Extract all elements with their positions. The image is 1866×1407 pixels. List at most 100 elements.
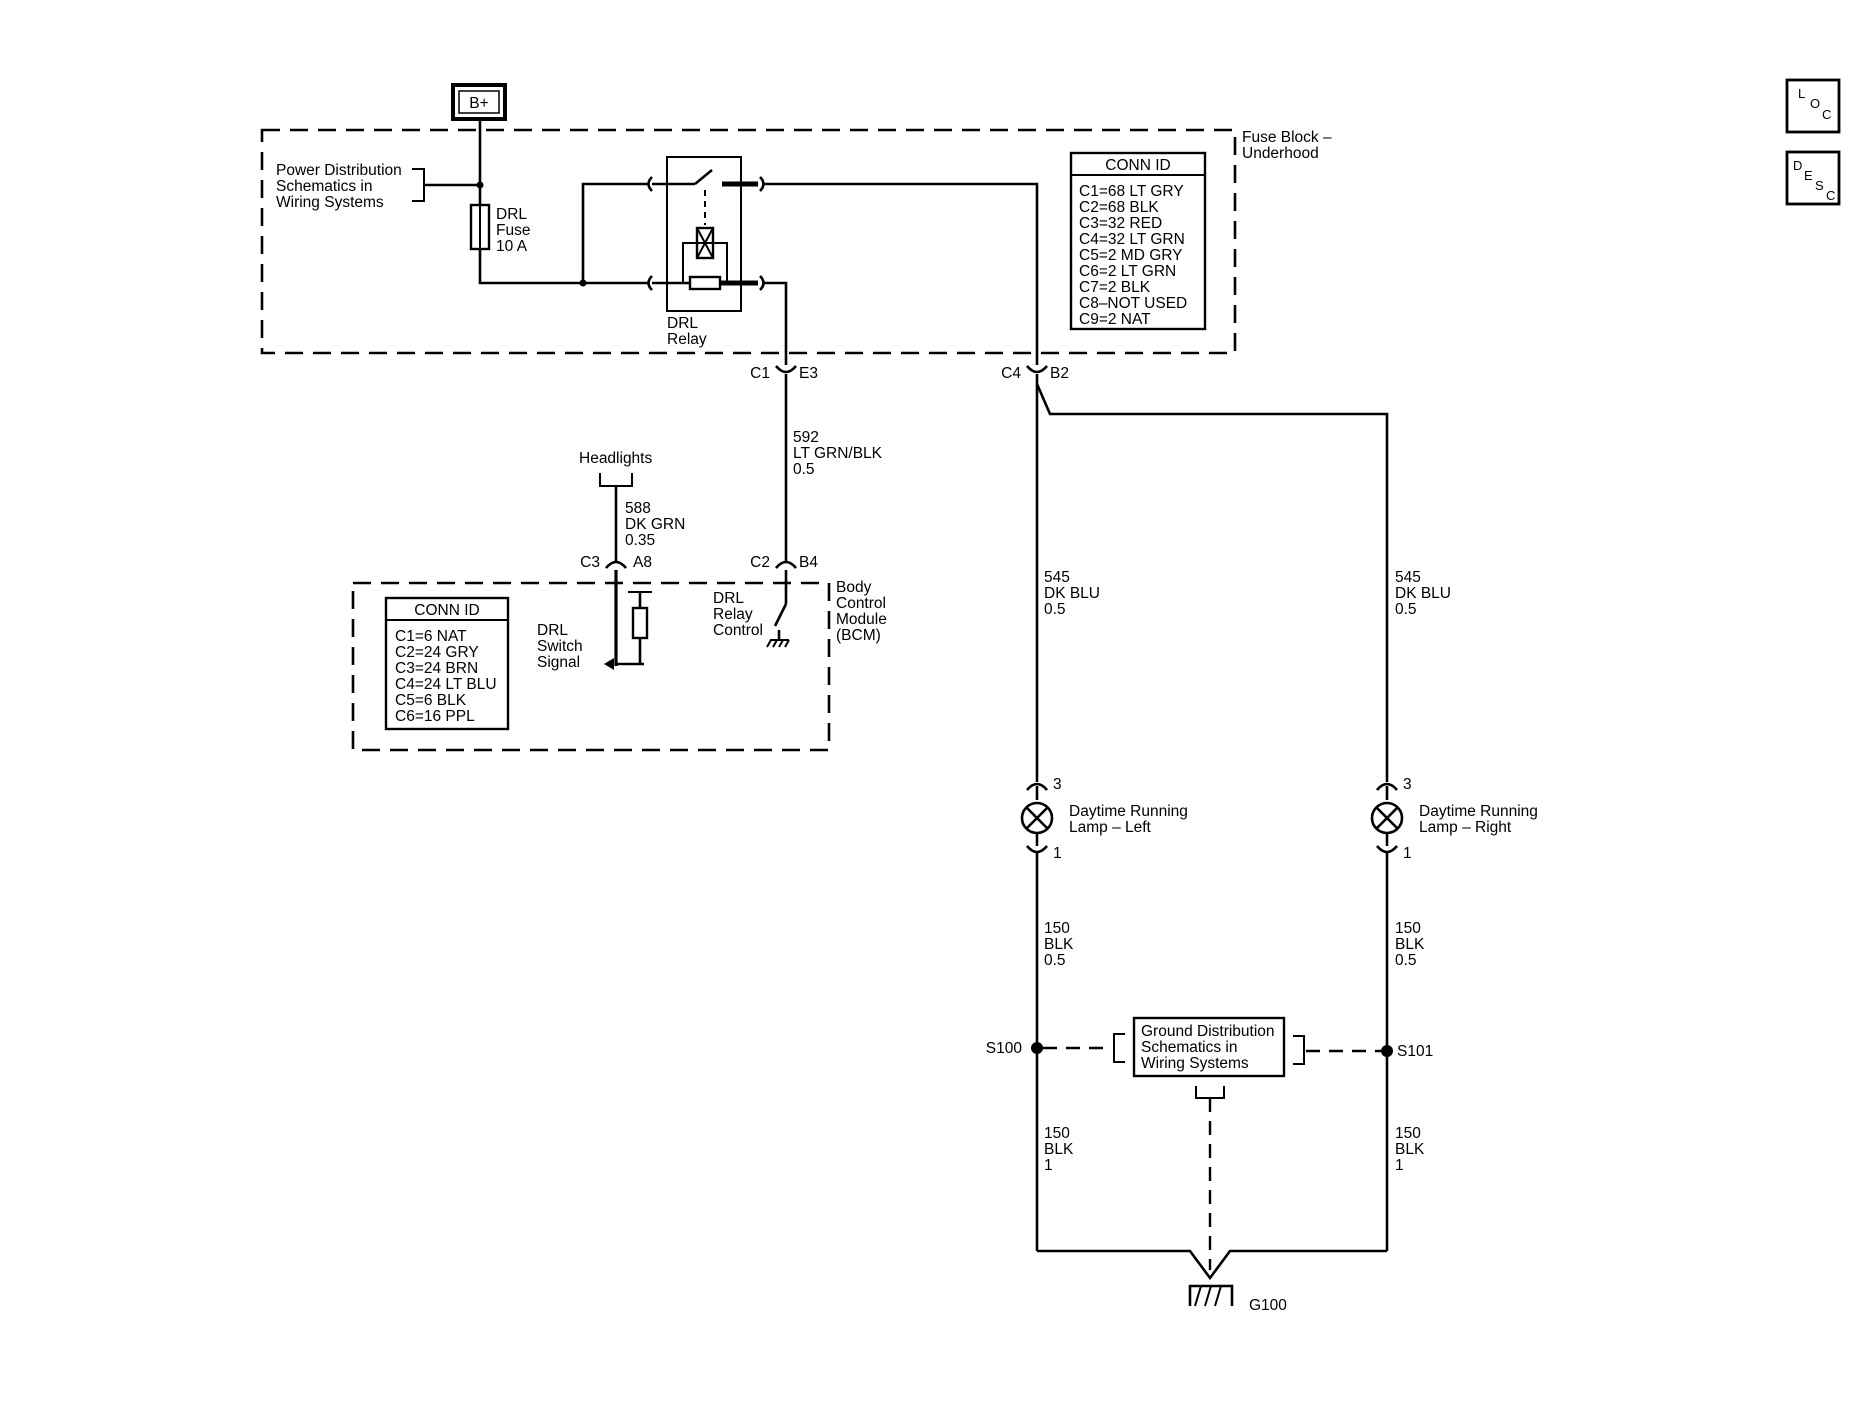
svg-text:Lamp – Right: Lamp – Right: [1419, 819, 1512, 836]
svg-text:C1=6 NAT: C1=6 NAT: [395, 628, 467, 645]
splice-s101: S101: [1381, 1043, 1433, 1060]
svg-text:C2=68 BLK: C2=68 BLK: [1079, 199, 1159, 216]
wire-588-label: 588 DK GRN 0.35: [625, 500, 685, 549]
svg-text:Headlights: Headlights: [579, 450, 652, 467]
svg-text:DK BLU: DK BLU: [1044, 585, 1100, 602]
drl-fuse: DRL Fuse 10 A: [469, 203, 530, 255]
svg-text:D: D: [1793, 158, 1802, 173]
svg-text:Daytime Running: Daytime Running: [1069, 803, 1188, 820]
svg-text:Ground Distribution: Ground Distribution: [1141, 1023, 1275, 1040]
svg-text:C5=2 MD GRY: C5=2 MD GRY: [1079, 247, 1183, 264]
battery-terminal: B+: [451, 83, 507, 121]
svg-text:CONN ID: CONN ID: [414, 602, 479, 619]
svg-text:Power Distribution: Power Distribution: [276, 162, 402, 179]
svg-text:C9=2 NAT: C9=2 NAT: [1079, 311, 1151, 328]
svg-text:592: 592: [793, 429, 819, 446]
splice-dot: [476, 181, 484, 189]
svg-text:C8–NOT USED: C8–NOT USED: [1079, 295, 1187, 312]
svg-text:Fuse: Fuse: [496, 222, 530, 239]
relay-output-wire: [762, 182, 1039, 365]
svg-text:DRL: DRL: [667, 315, 698, 332]
svg-text:CONN ID: CONN ID: [1105, 157, 1170, 174]
svg-text:0.5: 0.5: [1395, 601, 1417, 618]
svg-text:0.5: 0.5: [1044, 601, 1066, 618]
connector-c1-e3: C1 E3: [750, 365, 818, 382]
lamp-left-pin-top: 3: [1053, 776, 1062, 793]
svg-text:L: L: [1798, 86, 1805, 101]
svg-text:B4: B4: [799, 554, 818, 571]
svg-text:Schematics in: Schematics in: [1141, 1039, 1237, 1056]
connector-c2-b4: C2 B4: [750, 554, 818, 571]
connector-c3-a8: C3 A8: [580, 554, 652, 571]
svg-text:C3: C3: [580, 554, 600, 571]
svg-text:C7=2 BLK: C7=2 BLK: [1079, 279, 1151, 296]
drl-relay: DRL Relay: [647, 156, 765, 348]
svg-text:C3=32 RED: C3=32 RED: [1079, 215, 1162, 232]
svg-text:150: 150: [1395, 1125, 1421, 1142]
svg-text:DRL: DRL: [713, 590, 744, 607]
svg-text:150: 150: [1395, 920, 1421, 937]
svg-text:1: 1: [1044, 1157, 1053, 1174]
svg-text:Wiring Systems: Wiring Systems: [276, 194, 384, 211]
relay-switch-feed-wire: [581, 182, 648, 283]
svg-text:Fuse Block –: Fuse Block –: [1242, 129, 1332, 146]
loc-button[interactable]: L O C: [1785, 78, 1841, 134]
svg-text:O: O: [1810, 96, 1820, 111]
bcm-conn-id-table: CONN ID C1=6 NAT C2=24 GRY C3=24 BRN C4=…: [384, 596, 510, 731]
svg-text:C2: C2: [750, 554, 770, 571]
svg-text:DK BLU: DK BLU: [1395, 585, 1451, 602]
svg-text:10 A: 10 A: [496, 238, 528, 255]
svg-text:C: C: [1826, 188, 1835, 203]
svg-text:Lamp – Left: Lamp – Left: [1069, 819, 1152, 836]
svg-text:DK GRN: DK GRN: [625, 516, 685, 533]
splice-s100: S100: [986, 1040, 1043, 1057]
drl-relay-control-circuit: DRL Relay Control: [713, 570, 790, 648]
svg-text:C4: C4: [1001, 365, 1021, 382]
svg-text:Schematics in: Schematics in: [276, 178, 372, 195]
connector-c4-b2: C4 B2: [1001, 365, 1069, 382]
svg-text:C1=68 LT GRY: C1=68 LT GRY: [1079, 183, 1184, 200]
svg-text:C4=32 LT GRN: C4=32 LT GRN: [1079, 231, 1185, 248]
svg-text:BLK: BLK: [1395, 1141, 1425, 1158]
svg-text:A8: A8: [633, 554, 652, 571]
battery-label: B+: [469, 95, 488, 112]
svg-text:(BCM): (BCM): [836, 627, 881, 644]
svg-text:C: C: [1822, 107, 1831, 122]
svg-text:0.5: 0.5: [1395, 952, 1417, 969]
ground-g100: G100: [1188, 1284, 1287, 1314]
fuse-block-label: Fuse Block – Underhood: [1242, 129, 1332, 162]
svg-text:E: E: [1804, 168, 1813, 183]
desc-button[interactable]: D E S C: [1785, 150, 1841, 206]
svg-text:545: 545: [1044, 569, 1070, 586]
svg-text:S101: S101: [1397, 1043, 1433, 1060]
svg-text:Signal: Signal: [537, 654, 580, 671]
svg-text:C4=24 LT BLU: C4=24 LT BLU: [395, 676, 497, 693]
svg-text:Control: Control: [713, 622, 763, 639]
svg-text:G100: G100: [1249, 1297, 1287, 1314]
wire-150-right-top-label: 150 BLK 0.5: [1395, 920, 1425, 969]
daytime-running-lamp-right: 3 1 Daytime Running Lamp – Right: [1370, 776, 1538, 862]
svg-text:C3=24 BRN: C3=24 BRN: [395, 660, 478, 677]
drl-switch-signal-circuit: DRL Switch Signal: [537, 570, 652, 671]
svg-text:Relay: Relay: [713, 606, 753, 623]
ground-distribution-reference: Ground Distribution Schematics in Wiring…: [1043, 1016, 1381, 1270]
headlights-reference: Headlights: [579, 450, 652, 487]
svg-text:BLK: BLK: [1395, 936, 1425, 953]
svg-text:Switch: Switch: [537, 638, 583, 655]
svg-text:0.35: 0.35: [625, 532, 655, 549]
svg-text:Control: Control: [836, 595, 886, 612]
svg-text:150: 150: [1044, 920, 1070, 937]
svg-text:0.5: 0.5: [793, 461, 815, 478]
svg-text:545: 545: [1395, 569, 1421, 586]
bcm-outline: [351, 581, 831, 752]
svg-text:Daytime Running: Daytime Running: [1419, 803, 1538, 820]
svg-text:B2: B2: [1050, 365, 1069, 382]
svg-text:C5=6 BLK: C5=6 BLK: [395, 692, 467, 709]
svg-text:Body: Body: [836, 579, 872, 596]
daytime-running-lamp-left: 3 1 Daytime Running Lamp – Left: [1020, 776, 1188, 862]
power-distribution-reference: Power Distribution Schematics in Wiring …: [276, 162, 480, 211]
svg-text:DRL: DRL: [537, 622, 568, 639]
fuse-output-wire: [478, 249, 648, 285]
svg-text:0.5: 0.5: [1044, 952, 1066, 969]
